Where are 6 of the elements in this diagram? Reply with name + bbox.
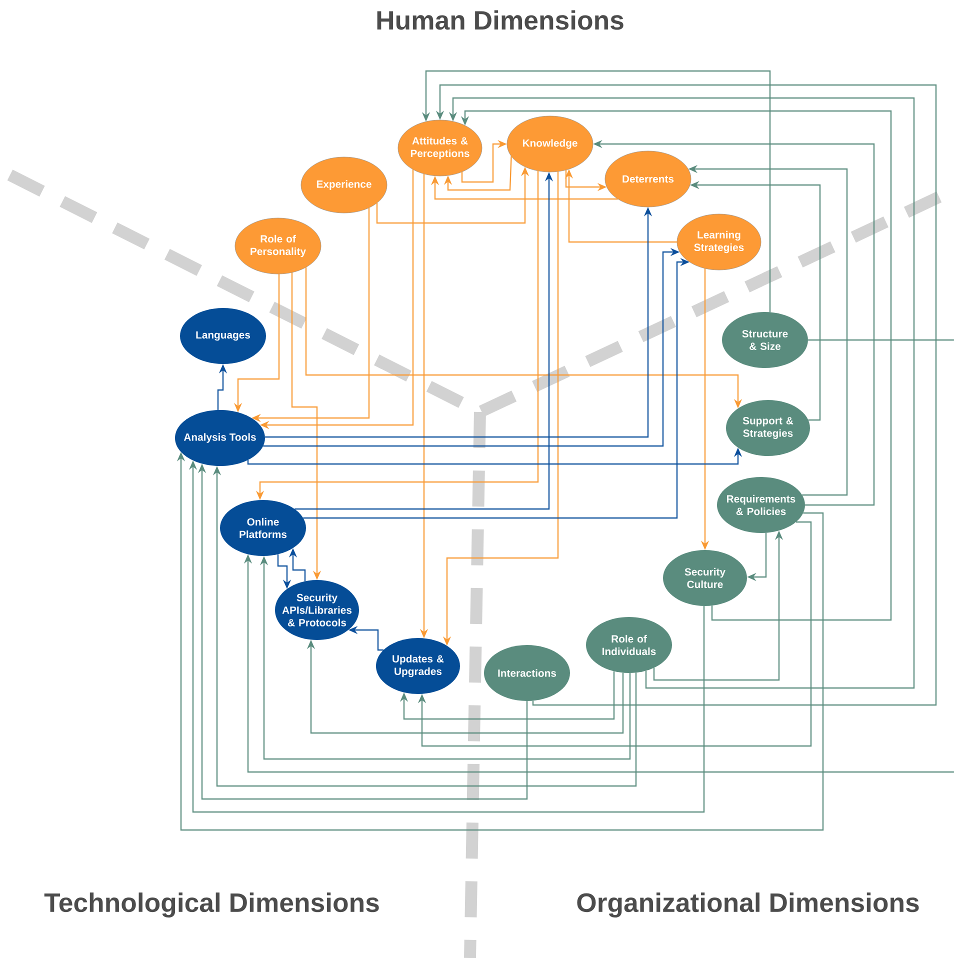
dimension-heading: Human Dimensions (377, 10, 624, 30)
arrow (400, 671, 615, 720)
arrow (418, 521, 812, 747)
dimension-heading: Organizational Dimensions (577, 892, 919, 918)
arrow (444, 156, 512, 191)
dimension-heading: Technological Dimensions (44, 892, 379, 918)
